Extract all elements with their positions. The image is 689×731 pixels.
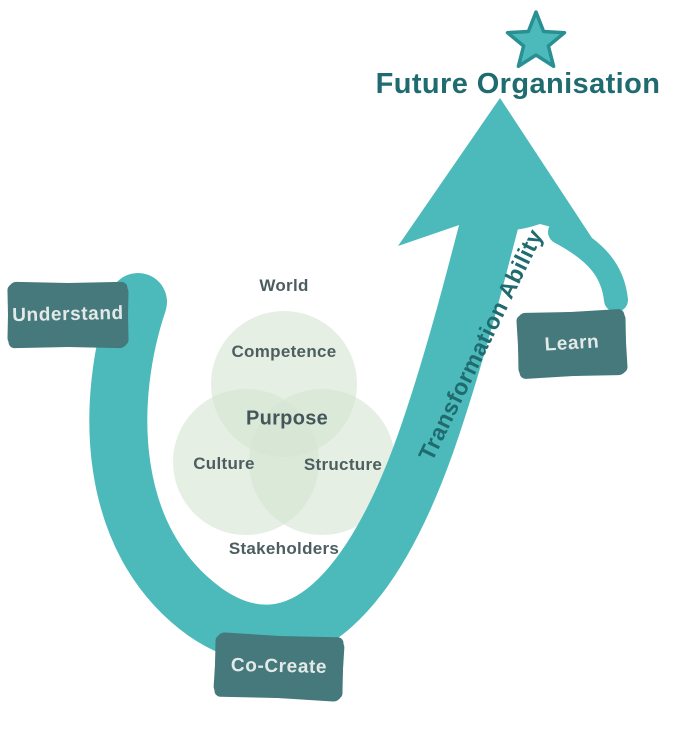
- page-title: Future Organisation: [375, 68, 661, 100]
